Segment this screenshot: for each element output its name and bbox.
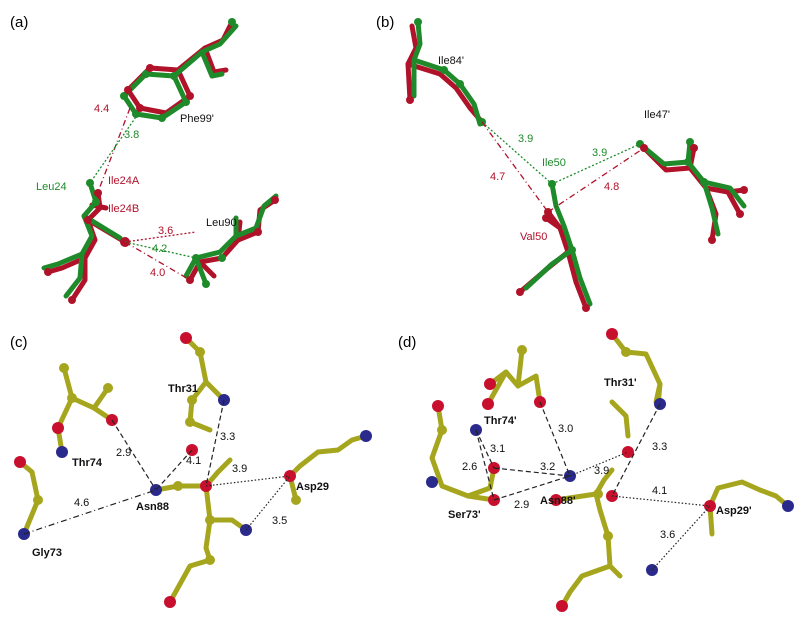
distance-label: 3.8: [124, 129, 139, 141]
residue-label: Ile24A: [108, 175, 140, 187]
distance-label: 2.9: [116, 447, 131, 459]
residue-label: Asn88': [540, 495, 576, 507]
residue-label: Phe99': [180, 113, 214, 125]
distance-label: 3.3: [220, 431, 235, 443]
residue-label: Leu90: [206, 217, 237, 229]
panel-label-a: (a): [10, 14, 28, 31]
structure-olive-c: [17, 335, 369, 605]
distance-label: 3.9: [594, 465, 609, 477]
distance-label: 3.9: [518, 133, 533, 145]
distance-label: 3.6: [660, 529, 675, 541]
residue-label: Thr31: [168, 383, 198, 395]
structure-olive-d: [429, 331, 791, 609]
distance-lines-a: [89, 107, 197, 281]
distance-label: 3.2: [540, 461, 555, 473]
distance-label: 4.4: [94, 103, 109, 115]
residue-label: Gly73: [32, 547, 62, 559]
atoms-d: [426, 328, 794, 612]
residue-label: Asp29': [716, 505, 752, 517]
residue-label: Thr74': [484, 415, 517, 427]
residue-label: Ile47': [644, 109, 670, 121]
distance-label: 2.9: [514, 499, 529, 511]
distance-label: 3.9: [592, 147, 607, 159]
distance-label: 4.2: [152, 243, 167, 255]
distance-lines-b: [481, 121, 645, 213]
distance-label: 4.0: [150, 267, 165, 279]
distance-label: 3.9: [232, 463, 247, 475]
residue-label: Leu24: [36, 181, 67, 193]
distance-label: 4.1: [186, 455, 201, 467]
residue-label: Ile84': [438, 55, 464, 67]
panel-label-d: (d): [398, 334, 416, 351]
panel-d: (d): [398, 328, 794, 612]
panel-label-c: (c): [10, 334, 28, 351]
distance-label: 4.1: [652, 485, 667, 497]
residue-label: Thr74: [72, 457, 103, 469]
residue-label: Ile24B: [108, 203, 139, 215]
distance-lines-d: [475, 401, 711, 571]
residue-label: Val50: [520, 231, 547, 243]
structure-green-b: [411, 19, 747, 307]
residue-label: Ile50: [542, 157, 566, 169]
distance-label: 4.8: [604, 181, 619, 193]
distance-label: 3.0: [558, 423, 573, 435]
residue-label: Ser73': [448, 509, 481, 521]
distance-label: 3.6: [158, 225, 173, 237]
panel-a: (a): [10, 14, 279, 304]
distance-lines-c: [23, 399, 291, 535]
distance-label: 4.7: [490, 171, 505, 183]
distance-label: 3.1: [490, 443, 505, 455]
panel-label-b: (b): [376, 14, 394, 31]
distance-label: 3.3: [652, 441, 667, 453]
residue-label: Asp29: [296, 481, 329, 493]
panel-b: (b): [376, 14, 748, 312]
distance-label: 2.6: [462, 461, 477, 473]
residue-label: Asn88: [136, 501, 169, 513]
distance-label: 4.6: [74, 497, 89, 509]
panel-c: (c): [10, 332, 372, 608]
distance-label: 3.5: [272, 515, 287, 527]
residue-label: Thr31': [604, 377, 637, 389]
